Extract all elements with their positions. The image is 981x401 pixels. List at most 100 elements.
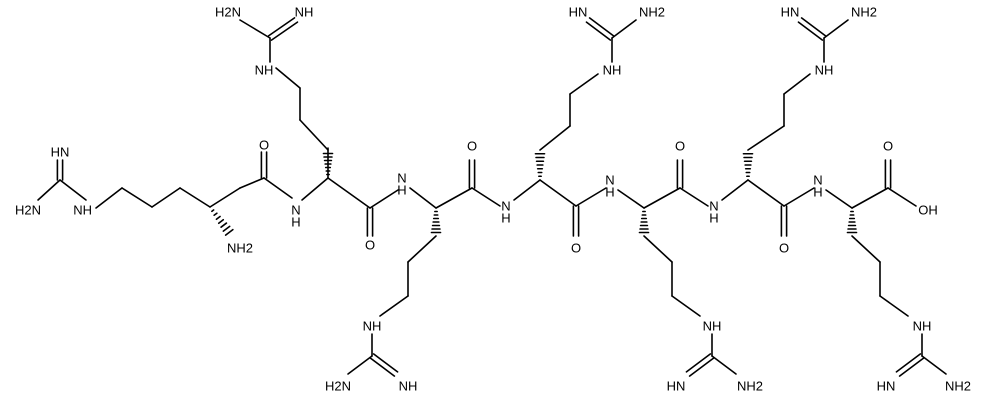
- bond: [215, 215, 221, 221]
- amine-label: H2N: [325, 379, 351, 394]
- bond-lines: [37, 17, 947, 377]
- bond: [95, 187, 123, 209]
- bond: [643, 235, 673, 263]
- bond: [611, 19, 637, 39]
- amine-label: NH2: [737, 379, 763, 394]
- amine-label: H2N: [215, 5, 241, 20]
- bond: [797, 21, 824, 41]
- carboxyl-oh-label: OH: [918, 203, 938, 218]
- bond: [879, 295, 909, 317]
- bond: [825, 189, 853, 209]
- bond: [379, 295, 409, 317]
- bond: [211, 209, 215, 213]
- bond: [895, 353, 922, 373]
- bond: [585, 21, 612, 41]
- bond: [588, 17, 615, 37]
- bond: [783, 73, 811, 95]
- guanidine-nh-label: NH: [815, 63, 834, 78]
- bond: [671, 295, 701, 317]
- guanidine-nh-label: NH: [703, 319, 722, 334]
- bond: [179, 187, 211, 208]
- amine-label: NH2: [639, 5, 665, 20]
- bond: [575, 187, 607, 207]
- imine-label: HN: [51, 145, 70, 160]
- carbonyl-oxygen-label: O: [571, 241, 581, 256]
- bond: [617, 189, 645, 209]
- bond: [471, 187, 501, 207]
- carbonyl-oxygen-label: O: [675, 139, 685, 154]
- bond: [151, 187, 181, 208]
- bond: [224, 228, 234, 236]
- guanidine-nh-label: NH: [255, 63, 274, 78]
- bond: [369, 357, 396, 377]
- bond: [643, 187, 681, 209]
- imine-label: HN: [877, 379, 896, 394]
- bond: [747, 125, 785, 151]
- bond: [59, 179, 87, 201]
- bond: [121, 187, 153, 208]
- bond: [539, 125, 571, 151]
- amide-nitrogen-label: N: [291, 203, 300, 218]
- bond: [679, 187, 709, 207]
- bond: [435, 187, 473, 209]
- bond: [213, 212, 218, 217]
- bond: [513, 179, 541, 201]
- bond: [800, 17, 827, 37]
- guanidine-nh-label: NH: [363, 319, 382, 334]
- bond: [301, 177, 329, 201]
- bond: [239, 177, 265, 189]
- bond: [851, 187, 889, 209]
- carbonyl-oxygen-label: O: [365, 238, 375, 253]
- bond: [270, 21, 299, 41]
- amide-nitrogen-label: N: [501, 199, 510, 214]
- amide-hydrogen-label: H: [501, 211, 510, 226]
- bond: [209, 187, 241, 208]
- guanidine-nh-label: NH: [603, 63, 622, 78]
- amine-label: NH2: [851, 5, 877, 20]
- bond: [898, 357, 925, 377]
- bond: [851, 235, 881, 263]
- n-terminal-amine-label: NH2: [227, 241, 253, 256]
- guanidine-nh-label: NH: [913, 319, 932, 334]
- bond: [217, 218, 225, 225]
- bond: [347, 355, 373, 375]
- carbonyl-oxygen-label: O: [259, 138, 269, 153]
- amide-nitrogen-label: N: [709, 199, 718, 214]
- carbonyl-oxygen-label: O: [779, 241, 789, 256]
- amine-label: NH2: [945, 379, 971, 394]
- bond: [220, 222, 228, 228]
- amide-nitrogen-label: N: [397, 171, 406, 186]
- imine-label: HN: [667, 379, 686, 394]
- carbonyl-oxygen-label: O: [883, 139, 893, 154]
- amide-nitrogen-label: N: [813, 173, 822, 188]
- amine-label: H2N: [15, 203, 41, 218]
- bond: [409, 187, 437, 209]
- bond: [372, 353, 399, 373]
- bond: [275, 67, 301, 89]
- bond: [823, 19, 849, 39]
- bond: [407, 235, 437, 263]
- bond: [747, 179, 785, 207]
- bond: [239, 19, 271, 39]
- amide-nitrogen-label: N: [605, 173, 614, 188]
- bond: [539, 179, 577, 207]
- bond: [685, 353, 712, 373]
- imine-label: HN: [781, 5, 800, 20]
- amide-hydrogen-label: H: [605, 185, 614, 200]
- bond: [222, 225, 231, 232]
- guanidine-nh-label: NH: [73, 203, 92, 218]
- bond: [711, 355, 737, 375]
- bond: [263, 177, 293, 199]
- bond: [267, 17, 296, 37]
- bond: [299, 119, 329, 151]
- bond: [327, 177, 371, 209]
- imine-label: NH: [399, 379, 418, 394]
- bond: [37, 179, 61, 201]
- bond: [569, 73, 599, 95]
- bond: [783, 187, 815, 207]
- amide-hydrogen-label: H: [397, 183, 406, 198]
- bond: [688, 357, 715, 377]
- imine-label: HN: [569, 5, 588, 20]
- amide-hydrogen-label: H: [709, 211, 718, 226]
